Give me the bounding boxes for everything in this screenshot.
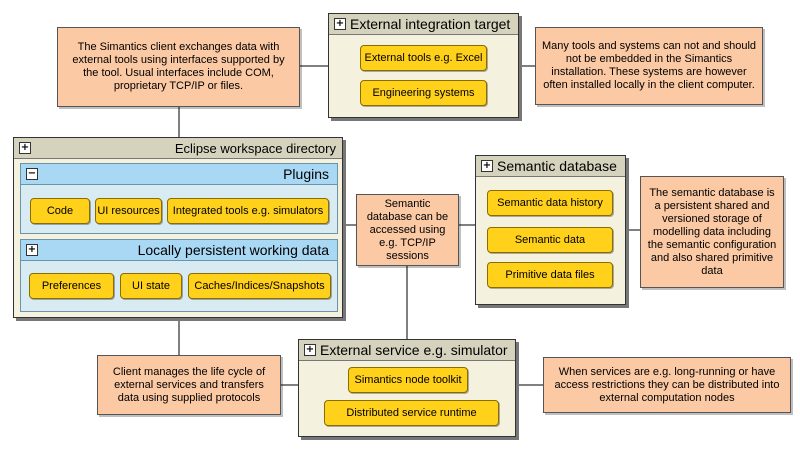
local-data-title: Locally persistent working data — [137, 242, 329, 258]
note-client-lifecycle: Client manages the life cycle of externa… — [97, 355, 281, 415]
local-data-header: + Locally persistent working data — [21, 240, 337, 261]
expand-button[interactable]: + — [19, 142, 31, 154]
note-semantic-access: Semantic database can be accessed using … — [356, 194, 459, 266]
item-distributed-runtime: Distributed service runtime — [324, 400, 499, 426]
external-service-title: External service e.g. simulator — [320, 342, 508, 358]
item-primitive-data-files: Primitive data files — [487, 262, 613, 288]
item-preferences: Preferences — [29, 273, 114, 299]
external-integration-header: + External integration target — [329, 14, 518, 35]
item-semantic-data-history: Semantic data history — [487, 190, 613, 216]
item-ui-state: UI state — [120, 273, 182, 299]
plugins-container: − Plugins Code UI resources Integrated t… — [20, 163, 338, 234]
item-node-toolkit: Simantics node toolkit — [348, 367, 468, 393]
item-ui-resources: UI resources — [95, 198, 162, 224]
expand-button[interactable]: + — [481, 160, 493, 172]
workspace-title: Eclipse workspace directory — [174, 140, 336, 156]
item-engineering-systems: Engineering systems — [360, 80, 487, 106]
item-semantic-data: Semantic data — [487, 227, 613, 253]
external-service-container: + External service e.g. simulator Simant… — [298, 339, 516, 437]
external-service-header: + External service e.g. simulator — [299, 340, 515, 361]
note-semantic-storage: The semantic database is a persistent sh… — [640, 176, 784, 288]
collapse-button[interactable]: − — [26, 168, 38, 180]
external-integration-container: + External integration target External t… — [328, 13, 519, 118]
workspace-header: + Eclipse workspace directory — [14, 138, 342, 159]
plugins-header: − Plugins — [21, 164, 337, 185]
item-code: Code — [30, 198, 90, 224]
semantic-db-title: Semantic database — [497, 158, 617, 174]
note-not-embedded: Many tools and systems can not and shoul… — [535, 27, 763, 105]
semantic-db-header: + Semantic database — [476, 156, 625, 177]
plugins-title: Plugins — [283, 166, 329, 182]
workspace-container: + Eclipse workspace directory − Plugins … — [13, 137, 343, 318]
semantic-db-container: + Semantic database Semantic data histor… — [475, 155, 626, 305]
expand-button[interactable]: + — [334, 18, 346, 30]
item-caches: Caches/Indices/Snapshots — [188, 273, 331, 299]
local-data-container: + Locally persistent working data Prefer… — [20, 239, 338, 312]
note-client-exchange: The Simantics client exchanges data with… — [57, 27, 300, 107]
expand-button[interactable]: + — [304, 344, 316, 356]
item-integrated-tools: Integrated tools e.g. simulators — [167, 198, 329, 224]
external-integration-title: External integration target — [350, 16, 511, 32]
item-external-tools: External tools e.g. Excel — [360, 45, 487, 71]
note-distributed: When services are e.g. long-running or h… — [543, 357, 791, 413]
expand-button[interactable]: + — [26, 244, 38, 256]
